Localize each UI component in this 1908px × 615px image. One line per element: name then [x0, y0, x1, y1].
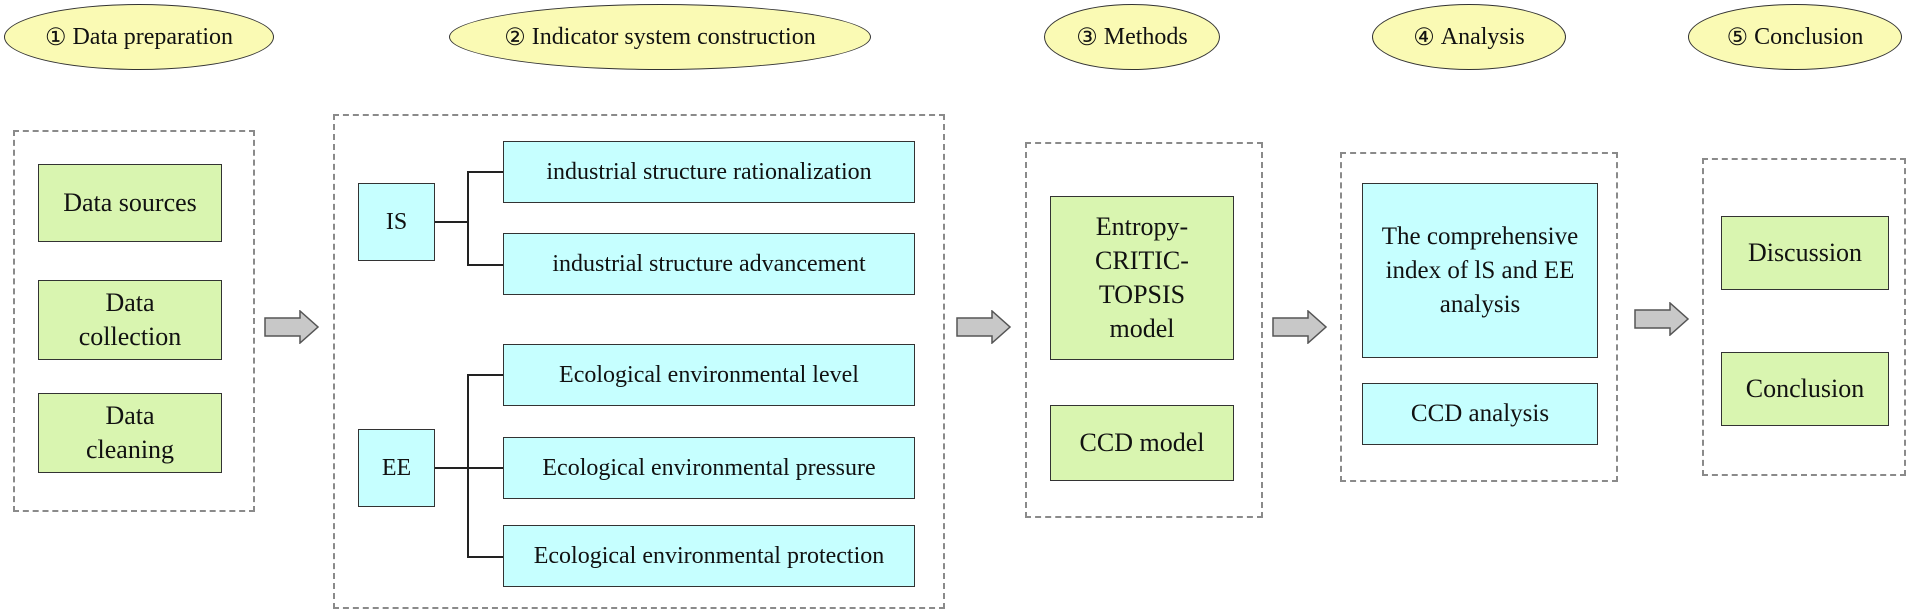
ee-protection-box: Ecological environmental protection — [503, 525, 915, 587]
ee-connector-stem — [435, 467, 468, 469]
ee-connector-branch-3 — [467, 556, 504, 558]
is-box: IS — [358, 183, 435, 261]
ccd-analysis-box: CCD analysis — [1362, 383, 1598, 445]
stage-4-number: ④ — [1413, 24, 1435, 51]
stage-1-title: Data preparation — [72, 23, 234, 50]
analysis-panel — [1340, 152, 1618, 482]
ee-level-box: Ecological environmental level — [503, 344, 915, 406]
is-connector-branch-1 — [467, 171, 504, 173]
comprehensive-index-label: The comprehensive index of lS and EE ana… — [1381, 222, 1579, 318]
ee-connector-branch-2 — [467, 467, 504, 469]
flow-arrow-1-icon — [264, 310, 320, 344]
stage-4-title: Analysis — [1440, 23, 1525, 50]
stage-5-header: ⑤ Conclusion — [1688, 4, 1902, 70]
ee-connector-trunk — [467, 374, 469, 557]
data-collection-label: Data collection — [78, 288, 182, 351]
conclusion-panel — [1702, 158, 1906, 476]
stage-5-number: ⑤ — [1726, 24, 1749, 51]
stage-5-title: Conclusion — [1754, 23, 1864, 50]
indicator-system-panel — [333, 114, 945, 609]
stage-1-number: ① — [44, 24, 67, 51]
stage-3-title: Methods — [1103, 23, 1188, 50]
ee-pressure-box: Ecological environmental pressure — [503, 437, 915, 499]
conclusion-box: Conclusion — [1721, 352, 1889, 426]
ee-box: EE — [358, 429, 435, 507]
is-rationalization-box: industrial structure rationalization — [503, 141, 915, 203]
is-connector-branch-2 — [467, 264, 504, 266]
stage-3-header: ③ Methods — [1044, 4, 1220, 70]
stage-1-header: ① Data preparation — [4, 4, 274, 70]
stage-2-title: Indicator system construction — [531, 23, 816, 50]
data-cleaning-label: Data cleaning — [85, 401, 175, 464]
stage-2-number: ② — [504, 24, 526, 51]
data-preparation-panel — [13, 130, 255, 512]
data-sources-box: Data sources — [38, 164, 222, 242]
flow-arrow-2-icon — [956, 310, 1012, 344]
is-connector-trunk — [467, 171, 469, 265]
entropy-critic-topsis-box: Entropy-CRITIC-TOPSIS model — [1050, 196, 1234, 360]
stage-3-number: ③ — [1076, 24, 1098, 51]
discussion-box: Discussion — [1721, 216, 1889, 290]
data-collection-box: Data collection — [38, 280, 222, 360]
ccd-model-box: CCD model — [1050, 405, 1234, 481]
stage-2-header: ② Indicator system construction — [449, 4, 871, 70]
comprehensive-index-box: The comprehensive index of lS and EE ana… — [1362, 183, 1598, 358]
stage-4-header: ④ Analysis — [1372, 4, 1566, 70]
flow-arrow-4-icon — [1634, 302, 1690, 336]
ee-connector-branch-1 — [467, 374, 504, 376]
is-advancement-box: industrial structure advancement — [503, 233, 915, 295]
flow-arrow-3-icon — [1272, 310, 1328, 344]
methods-panel — [1025, 142, 1263, 518]
entropy-critic-topsis-label: Entropy-CRITIC-TOPSIS model — [1095, 212, 1189, 343]
data-cleaning-box: Data cleaning — [38, 393, 222, 473]
is-connector-stem — [435, 221, 468, 223]
